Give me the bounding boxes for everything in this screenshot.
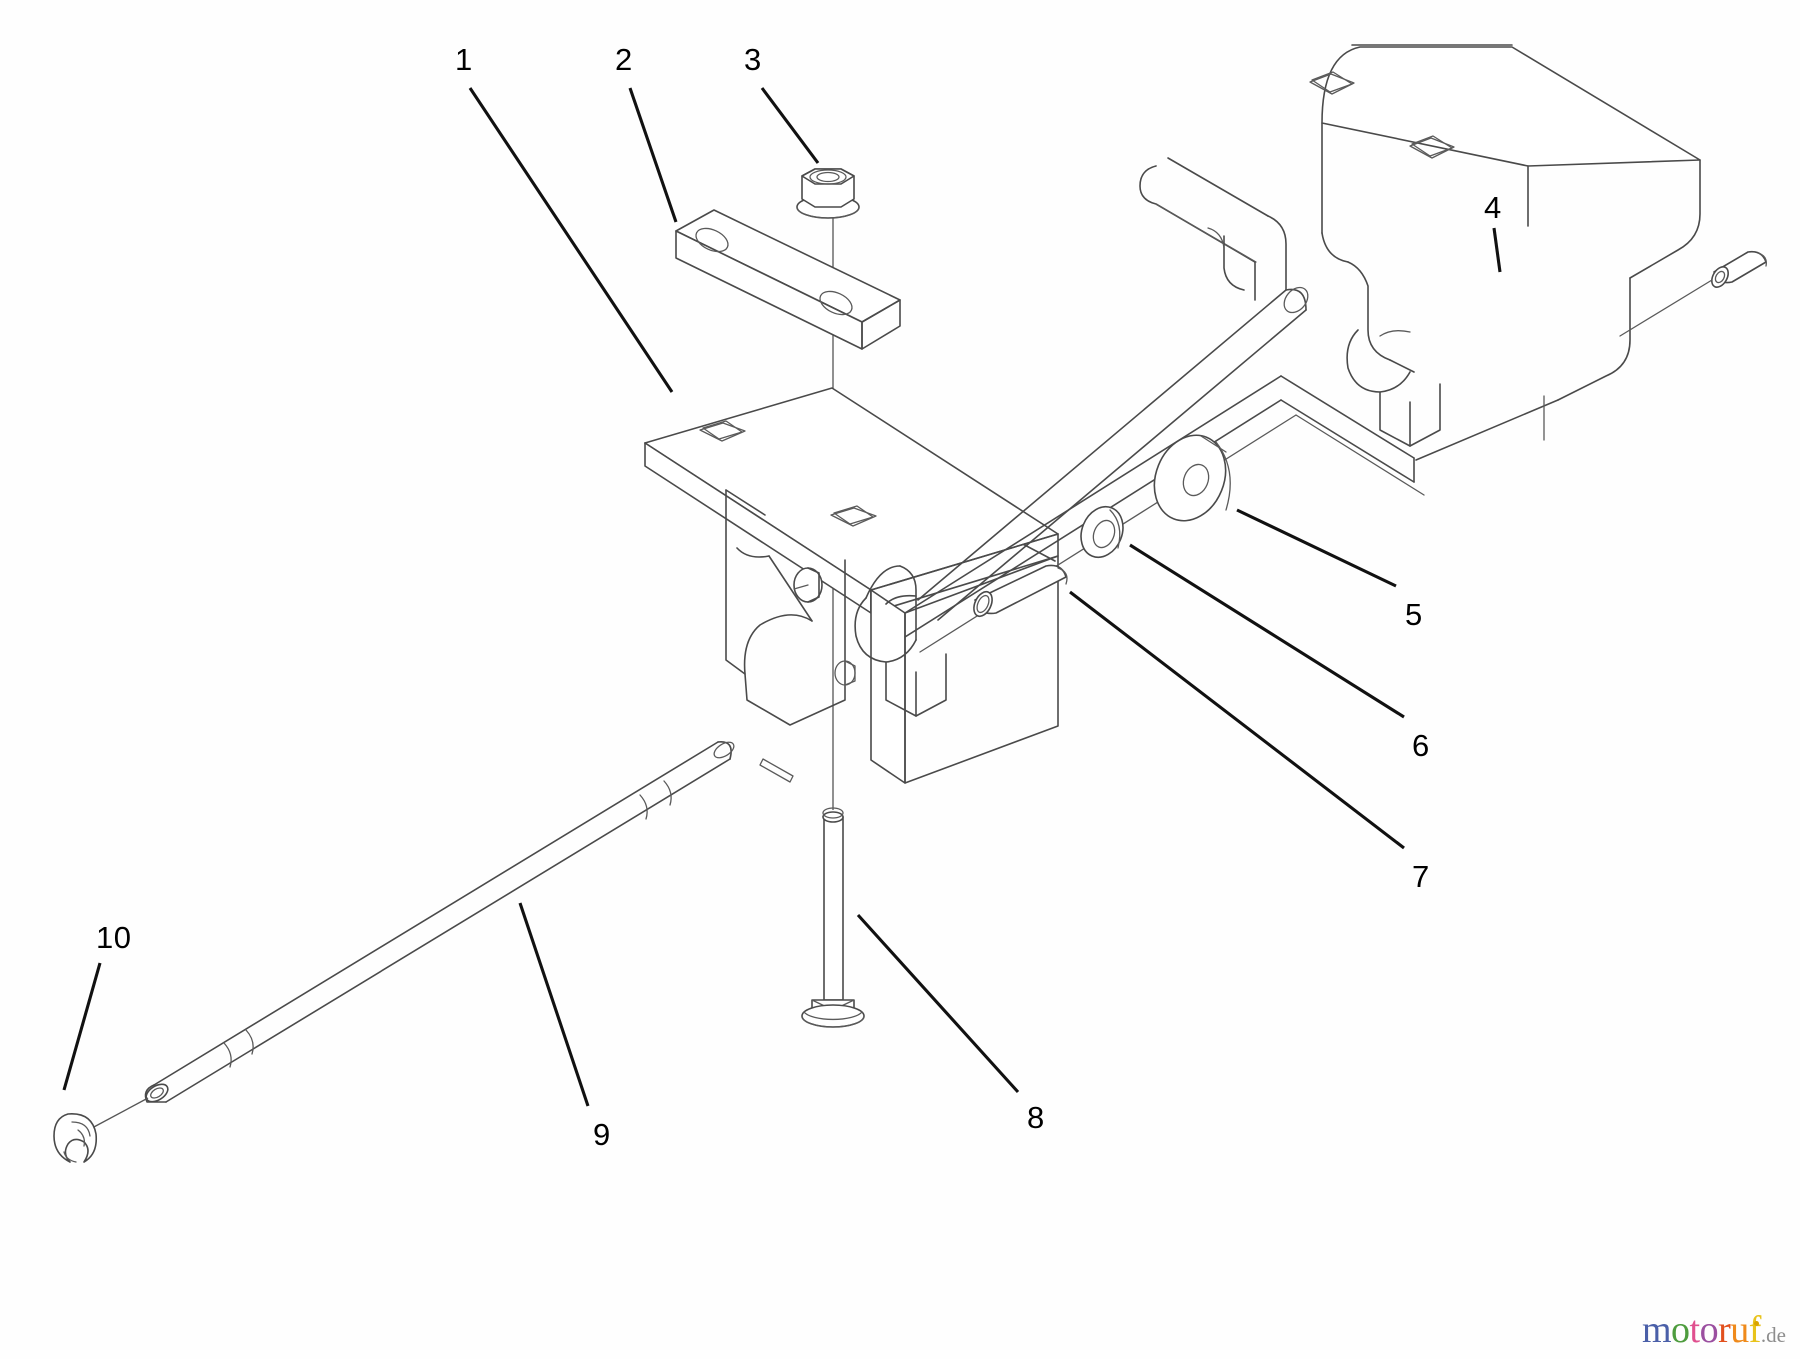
part-roller — [1153, 434, 1231, 522]
leader-line-10 — [62, 962, 102, 1091]
watermark-tld: .de — [1760, 1323, 1786, 1347]
part-mounting-bracket — [644, 387, 1059, 784]
part-right-hook — [1346, 329, 1441, 447]
leader-line-8 — [856, 913, 1020, 1094]
leader-line-5 — [1236, 508, 1397, 588]
bracket-boss-pin — [793, 567, 823, 603]
watermark-letter-t: t — [1689, 1309, 1701, 1351]
part-main-shaft — [917, 286, 1309, 621]
leader-line-4 — [1492, 227, 1502, 273]
part-upper-arm — [1139, 157, 1287, 301]
callout-label-6: 6 — [1412, 728, 1430, 763]
part-flat-link — [675, 209, 901, 350]
leader-line-1 — [468, 87, 674, 393]
leader-lines — [62, 87, 1502, 1107]
part-flange-lock-nut — [796, 168, 860, 219]
callout-label-7: 7 — [1412, 859, 1430, 894]
watermark-letter-o2: o — [1699, 1309, 1719, 1351]
watermark-letter-r: r — [1718, 1309, 1731, 1351]
part-spacer-tube — [973, 564, 1068, 618]
part-control-rod — [91, 741, 735, 1129]
part-bushing — [1619, 250, 1767, 337]
watermark-letter-f: f — [1748, 1309, 1762, 1351]
watermark-letter-o1: o — [1671, 1309, 1690, 1351]
leader-line-7 — [1069, 590, 1405, 850]
watermark-letter-u: u — [1730, 1309, 1749, 1351]
leader-line-3 — [760, 87, 820, 164]
callout-label-3: 3 — [744, 42, 762, 77]
callout-label-8: 8 — [1027, 1100, 1045, 1135]
watermark-letter-m: m — [1641, 1309, 1672, 1351]
callout-label-1: 1 — [455, 42, 473, 77]
callout-label-10: 10 — [96, 920, 132, 955]
part-e-clip — [53, 1113, 98, 1163]
callout-label-4: 4 — [1484, 190, 1502, 225]
callout-label-5: 5 — [1405, 597, 1423, 632]
part-flat-washer — [1080, 505, 1124, 559]
motoruf-watermark: motoruf.de — [1642, 1311, 1786, 1349]
callout-label-9: 9 — [593, 1117, 611, 1152]
leader-line-6 — [1129, 543, 1405, 719]
part-carriage-bolt — [801, 807, 865, 1028]
part-right-mount-bracket — [1309, 44, 1701, 461]
leader-line-2 — [628, 87, 678, 223]
leader-line-9 — [518, 902, 590, 1107]
callout-label-2: 2 — [615, 42, 633, 77]
